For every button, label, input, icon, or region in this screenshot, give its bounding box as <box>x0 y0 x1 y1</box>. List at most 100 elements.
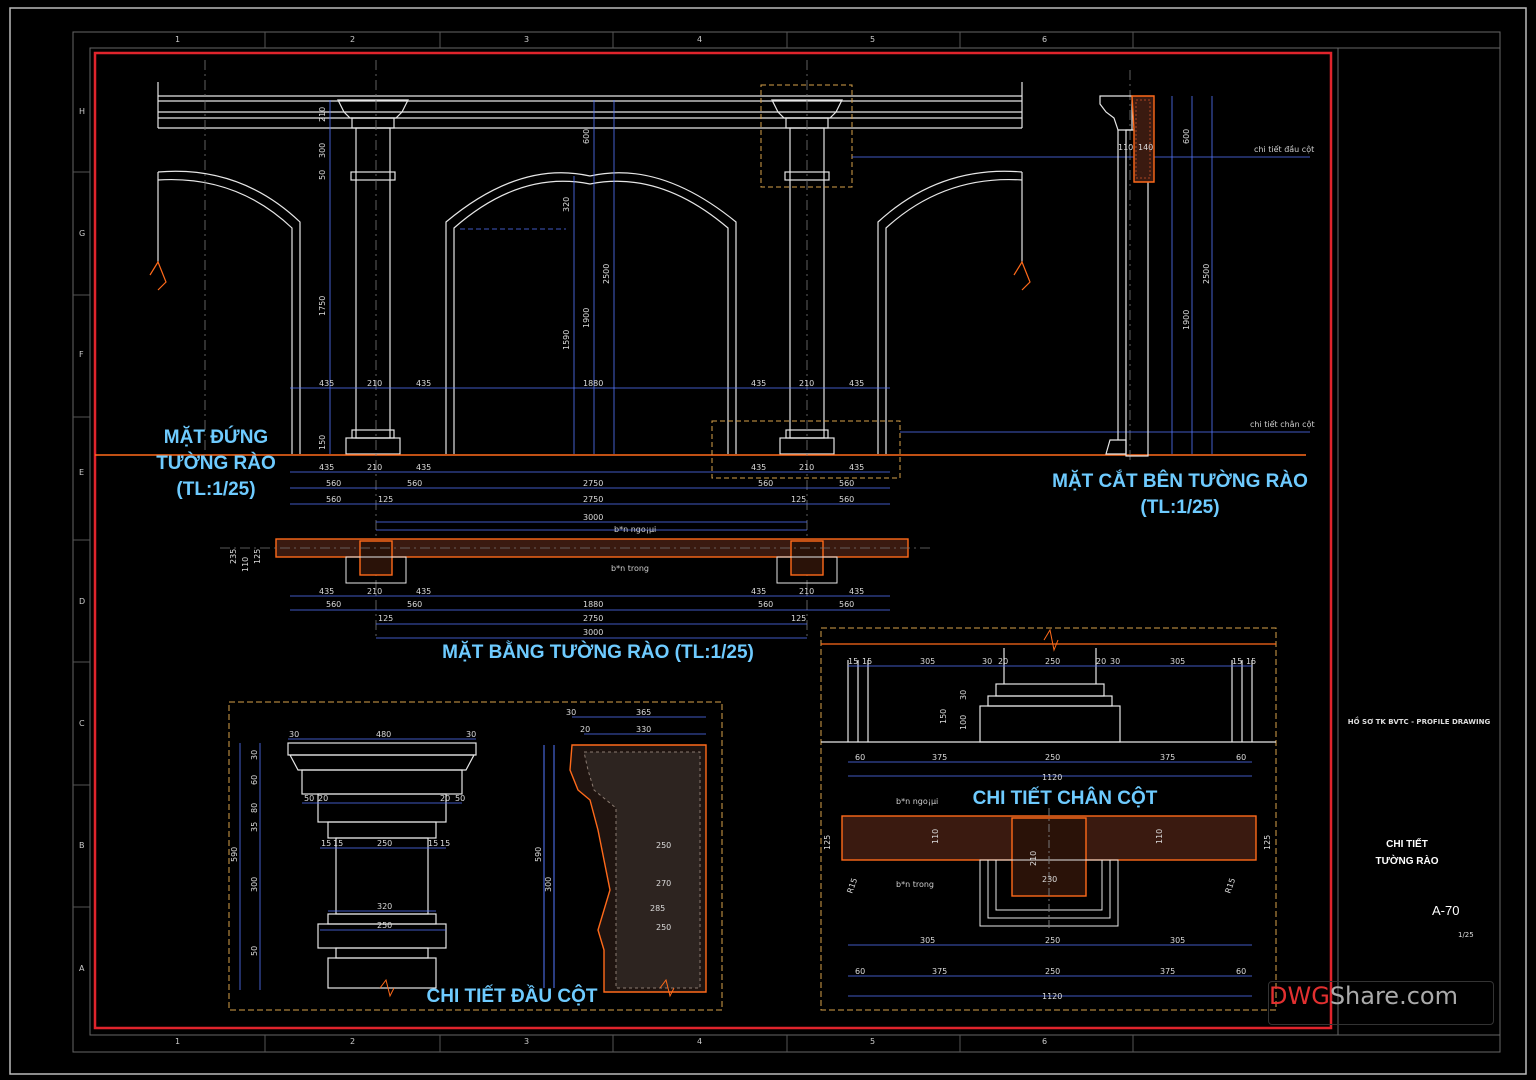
dim-e4-d: 125 <box>791 495 806 504</box>
capital-detail-frame <box>228 701 723 1011</box>
dim-caps-590: 590 <box>534 847 543 862</box>
elevation-title-line2: TƯỜNG RÀO <box>156 453 276 474</box>
dim-base-30v: 30 <box>959 690 968 700</box>
grid-row-h: H <box>79 107 86 116</box>
dim-sec-600: 600 <box>1182 129 1191 144</box>
dim-caps-330: 330 <box>636 725 651 734</box>
watermark-dwg: DWG <box>1269 982 1330 1010</box>
dim-cap-15a: 15 <box>321 839 331 848</box>
dim-plan-435b: 435 <box>416 587 431 596</box>
title-block-frame <box>1337 47 1501 1036</box>
dim-basep-250r: 250 <box>1045 967 1060 976</box>
dim-ev-210: 210 <box>318 107 327 122</box>
dim-sec-140: 140 <box>1138 143 1153 152</box>
dim-cap-50b: 50 <box>455 794 465 803</box>
dim-basep-1120: 1120 <box>1042 992 1062 1001</box>
dim-base-15d: 15 <box>1246 657 1256 666</box>
dim-cap-35: 35 <box>250 822 259 832</box>
dim-ev-320: 320 <box>562 197 571 212</box>
grid-row-f: F <box>79 350 84 359</box>
dim-plan-210b: 210 <box>799 587 814 596</box>
dim-e2-d: 435 <box>751 463 766 472</box>
elevation-title-line3: (TL:1/25) <box>176 479 256 500</box>
dim-cap-15b: 15 <box>333 839 343 848</box>
dim-base-250r: 250 <box>1045 753 1060 762</box>
dim-basep-375b: 375 <box>1160 967 1175 976</box>
dim-e3-d: 560 <box>758 479 773 488</box>
grid-row-b: B <box>79 841 85 850</box>
grid-col-6-bottom: 6 <box>1042 1037 1048 1046</box>
elevation-title-line1: MẶT ĐỨNG <box>163 427 269 448</box>
capital-section <box>543 744 707 993</box>
dim-ev-2500: 2500 <box>602 264 611 284</box>
dim-cap-60: 60 <box>250 775 259 785</box>
grid-col-4-bottom: 4 <box>697 1037 703 1046</box>
capital-callout-label: chi tiết đầu cột <box>1254 144 1314 154</box>
dim-cap-590: 590 <box>230 847 239 862</box>
dim-ev-1590: 1590 <box>562 330 571 350</box>
base-outside-label: b*n ngo¡µi <box>896 797 938 806</box>
dim-base-30a: 30 <box>982 657 992 666</box>
dim-plan-560d: 560 <box>839 600 854 609</box>
sheet-name-line2: TƯỜNG RÀO <box>1375 856 1439 867</box>
dim-sec-2500: 2500 <box>1202 264 1211 284</box>
dim-plan-110: 110 <box>241 557 250 572</box>
grid-col-5: 5 <box>870 35 876 44</box>
elevation-drawing <box>149 82 1031 455</box>
plan-inside-label: b*n trong <box>611 564 649 573</box>
base-callout-label: chi tiết chân cột <box>1250 419 1315 429</box>
dim-plan-125a: 125 <box>378 614 393 623</box>
dim-cap-50a: 50 <box>304 794 314 803</box>
dim-e3-e: 560 <box>839 479 854 488</box>
dim-basep-r15b: R15 <box>1223 877 1237 895</box>
dim-cap-15d: 15 <box>440 839 450 848</box>
dim-plan-235: 235 <box>229 549 238 564</box>
dim-base-15a: 15 <box>848 657 858 666</box>
dim-basep-r15a: R15 <box>845 877 859 895</box>
dim-cap-300: 300 <box>250 877 259 892</box>
dim-e2-c: 435 <box>416 463 431 472</box>
dim-elev-total: 3000 <box>583 513 603 522</box>
dim-basep-375a: 375 <box>932 967 947 976</box>
dim-basep-250: 250 <box>1045 936 1060 945</box>
dim-plan-560c: 560 <box>758 600 773 609</box>
dim-cap-80: 80 <box>250 803 259 813</box>
dim-plan-435a: 435 <box>319 587 334 596</box>
section-cut <box>1131 95 1155 183</box>
dim-basep-125a: 125 <box>1263 835 1272 850</box>
dim-caps-300: 300 <box>544 877 553 892</box>
dim-base-60a: 60 <box>855 753 865 762</box>
dim-e2-b: 210 <box>367 463 382 472</box>
dim-e4-a: 560 <box>326 495 341 504</box>
plan-drawing <box>220 538 930 584</box>
dim-elev-435d: 435 <box>849 379 864 388</box>
dim-base-20b: 20 <box>1096 657 1106 666</box>
dim-plan-210a: 210 <box>367 587 382 596</box>
dim-elev-1880: 1880 <box>583 379 603 388</box>
drawing-border <box>93 51 1333 1030</box>
sheet-scale: 1/25 <box>1458 931 1474 939</box>
dim-base-1120: 1120 <box>1042 773 1062 782</box>
dim-plan-1880: 1880 <box>583 600 603 609</box>
grid-col-1-bottom: 1 <box>175 1037 181 1046</box>
sheet-number: A-70 <box>1432 903 1460 918</box>
dim-cap-20b: 20 <box>440 794 450 803</box>
dim-plan-435c: 435 <box>751 587 766 596</box>
dim-caps-365: 365 <box>636 708 651 717</box>
grid-col-6: 6 <box>1042 35 1048 44</box>
grid-row-g: G <box>79 229 86 238</box>
dim-cap-250b: 250 <box>377 921 392 930</box>
section-title-line1: MẶT CẮT BÊN TƯỜNG RÀO <box>1052 471 1308 492</box>
dim-elev-435c: 435 <box>751 379 766 388</box>
dim-cap-30a: 30 <box>289 730 299 739</box>
dim-base-150: 150 <box>939 709 948 724</box>
dim-elev-435b: 435 <box>416 379 431 388</box>
dim-caps-285: 285 <box>650 904 665 913</box>
dim-plan-560b: 560 <box>407 600 422 609</box>
base-detail-title: CHI TIẾT CHÂN CỘT <box>972 788 1158 809</box>
outer-border <box>9 7 1527 1075</box>
dim-cap-15c: 15 <box>428 839 438 848</box>
dim-e3-c: 2750 <box>583 479 603 488</box>
dim-base-375a: 375 <box>932 753 947 762</box>
